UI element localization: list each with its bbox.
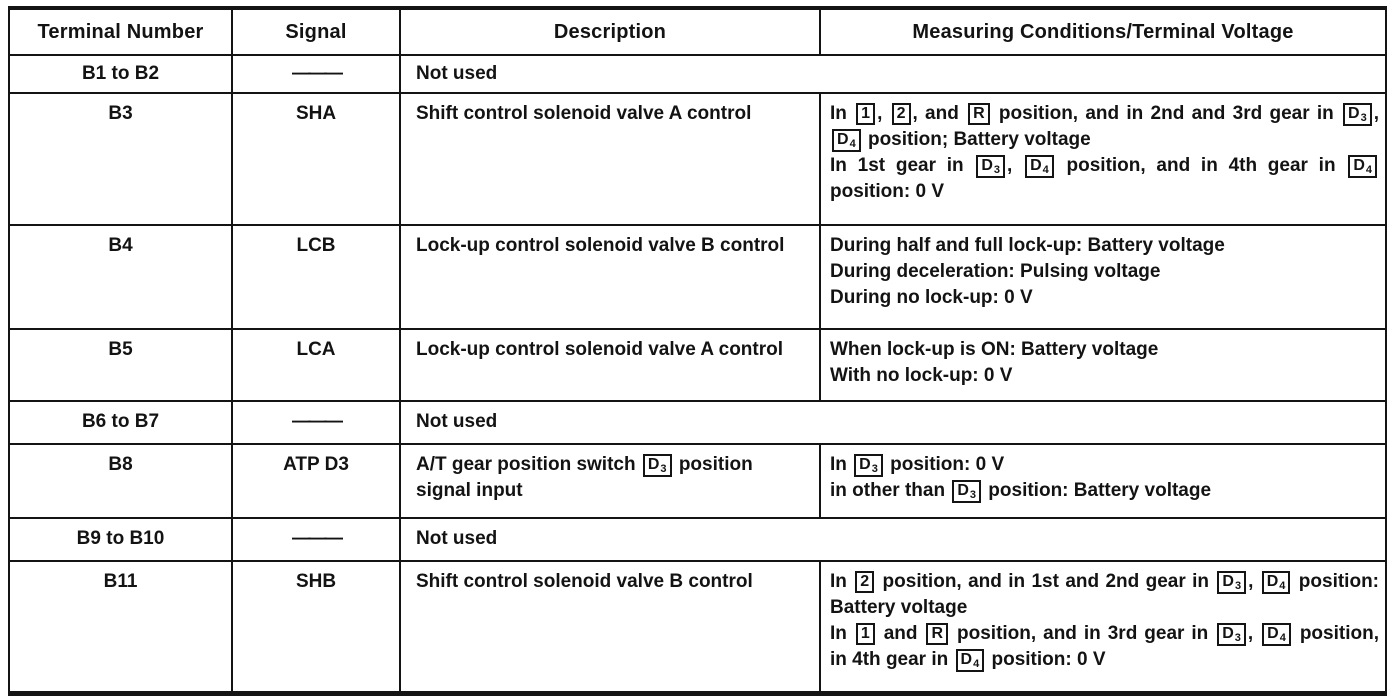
terminal-number: B8: [8, 443, 233, 519]
measuring-conditions-cell: In 1, 2, and R position, and in 2nd and …: [819, 92, 1387, 226]
signal-dash: ———: [231, 54, 401, 94]
row-not-used: B6 to B7———Not used: [8, 400, 1387, 445]
condition-line: In 1st gear in D3, D4 position, and in 4…: [830, 153, 1379, 205]
signal-name: LCB: [231, 224, 401, 330]
gear-position-box-d4: D4: [955, 649, 985, 672]
gear-position-box-d3: D3: [854, 454, 883, 477]
gear-position-box-d4: D4: [1348, 155, 1378, 178]
gear-position-box-d3: D3: [952, 480, 982, 503]
description-cell: Shift control solenoid valve B control: [399, 560, 821, 695]
condition-line: In 1, 2, and R position, and in 2nd and …: [830, 103, 1379, 152]
header-row: Terminal Number Signal Description Measu…: [8, 7, 1387, 56]
gear-position-box-d4: D4: [1025, 155, 1054, 178]
column-header-description: Description: [399, 7, 821, 56]
description-cell: Lock-up control solenoid valve B control: [399, 224, 821, 330]
gear-position-box-d4: D4: [1261, 571, 1291, 594]
signal-name: LCA: [231, 328, 401, 402]
gear-position-box-d3: D3: [976, 155, 1006, 178]
terminal-number: B6 to B7: [8, 400, 233, 445]
signal-dash: ———: [231, 400, 401, 445]
condition-line: In 1 and R position, and in 3rd gear in …: [830, 623, 1379, 672]
gear-position-box-2: 2: [891, 103, 911, 125]
terminal-voltage-table: Terminal Number Signal Description Measu…: [8, 6, 1387, 696]
terminal-number: B5: [8, 328, 233, 402]
signal-name: ATP D3: [231, 443, 401, 519]
description-cell: Not used: [399, 54, 1387, 94]
condition-line: In D3 position: 0 V: [830, 454, 1005, 477]
signal-name: SHA: [231, 92, 401, 226]
condition-line: in other than D3 position: Battery volta…: [830, 480, 1212, 503]
condition-line: In 2 position, and in 1st and 2nd gear i…: [830, 571, 1379, 618]
gear-position-box-1: 1: [856, 103, 876, 125]
gear-position-box-r: R: [968, 103, 990, 125]
measuring-conditions-cell: In D3 position: 0 V in other than D3 posi…: [819, 443, 1387, 519]
gear-position-box-d4: D4: [832, 129, 861, 152]
description-cell: Not used: [399, 400, 1387, 445]
column-header-terminal-number: Terminal Number: [8, 7, 233, 56]
condition-line: During no lock-up: 0 V: [830, 287, 1033, 308]
signal-name: SHB: [231, 560, 401, 695]
description-cell: Not used: [399, 517, 1387, 562]
condition-line: During half and full lock-up: Battery vo…: [830, 235, 1225, 256]
condition-line: When lock-up is ON: Battery voltage: [830, 339, 1159, 360]
description-cell: Lock-up control solenoid valve A control: [399, 328, 821, 402]
gear-position-box-r: R: [926, 623, 949, 645]
description-cell: A/T gear position switch D3 position sig…: [399, 443, 821, 519]
gear-position-box-d3: D3: [642, 454, 672, 477]
description-cell: Shift control solenoid valve A control: [399, 92, 821, 226]
terminal-number: B1 to B2: [8, 54, 233, 94]
condition-line: During deceleration: Pulsing voltage: [830, 261, 1161, 282]
column-header-measuring-conditions: Measuring Conditions/Terminal Voltage: [819, 7, 1387, 56]
terminal-number: B11: [8, 560, 233, 695]
gear-position-box-d4: D4: [1262, 623, 1291, 646]
measuring-conditions-cell: In 2 position, and in 1st and 2nd gear i…: [819, 560, 1387, 695]
gear-position-box-d3: D3: [1343, 103, 1372, 126]
row-not-used: B1 to B2———Not used: [8, 54, 1387, 94]
signal-dash: ———: [231, 517, 401, 562]
terminal-number: B4: [8, 224, 233, 330]
gear-position-box-d3: D3: [1217, 571, 1247, 594]
row-not-used: B9 to B10———Not used: [8, 517, 1387, 562]
gear-position-box-d3: D3: [1217, 623, 1246, 646]
gear-position-box-1: 1: [855, 623, 875, 645]
terminal-number: B3: [8, 92, 233, 226]
condition-line: With no lock-up: 0 V: [830, 365, 1013, 386]
terminal-number: B9 to B10: [8, 517, 233, 562]
column-header-signal: Signal: [231, 7, 401, 56]
measuring-conditions-cell: During half and full lock-up: Battery vo…: [819, 224, 1387, 330]
gear-position-box-2: 2: [855, 571, 875, 593]
